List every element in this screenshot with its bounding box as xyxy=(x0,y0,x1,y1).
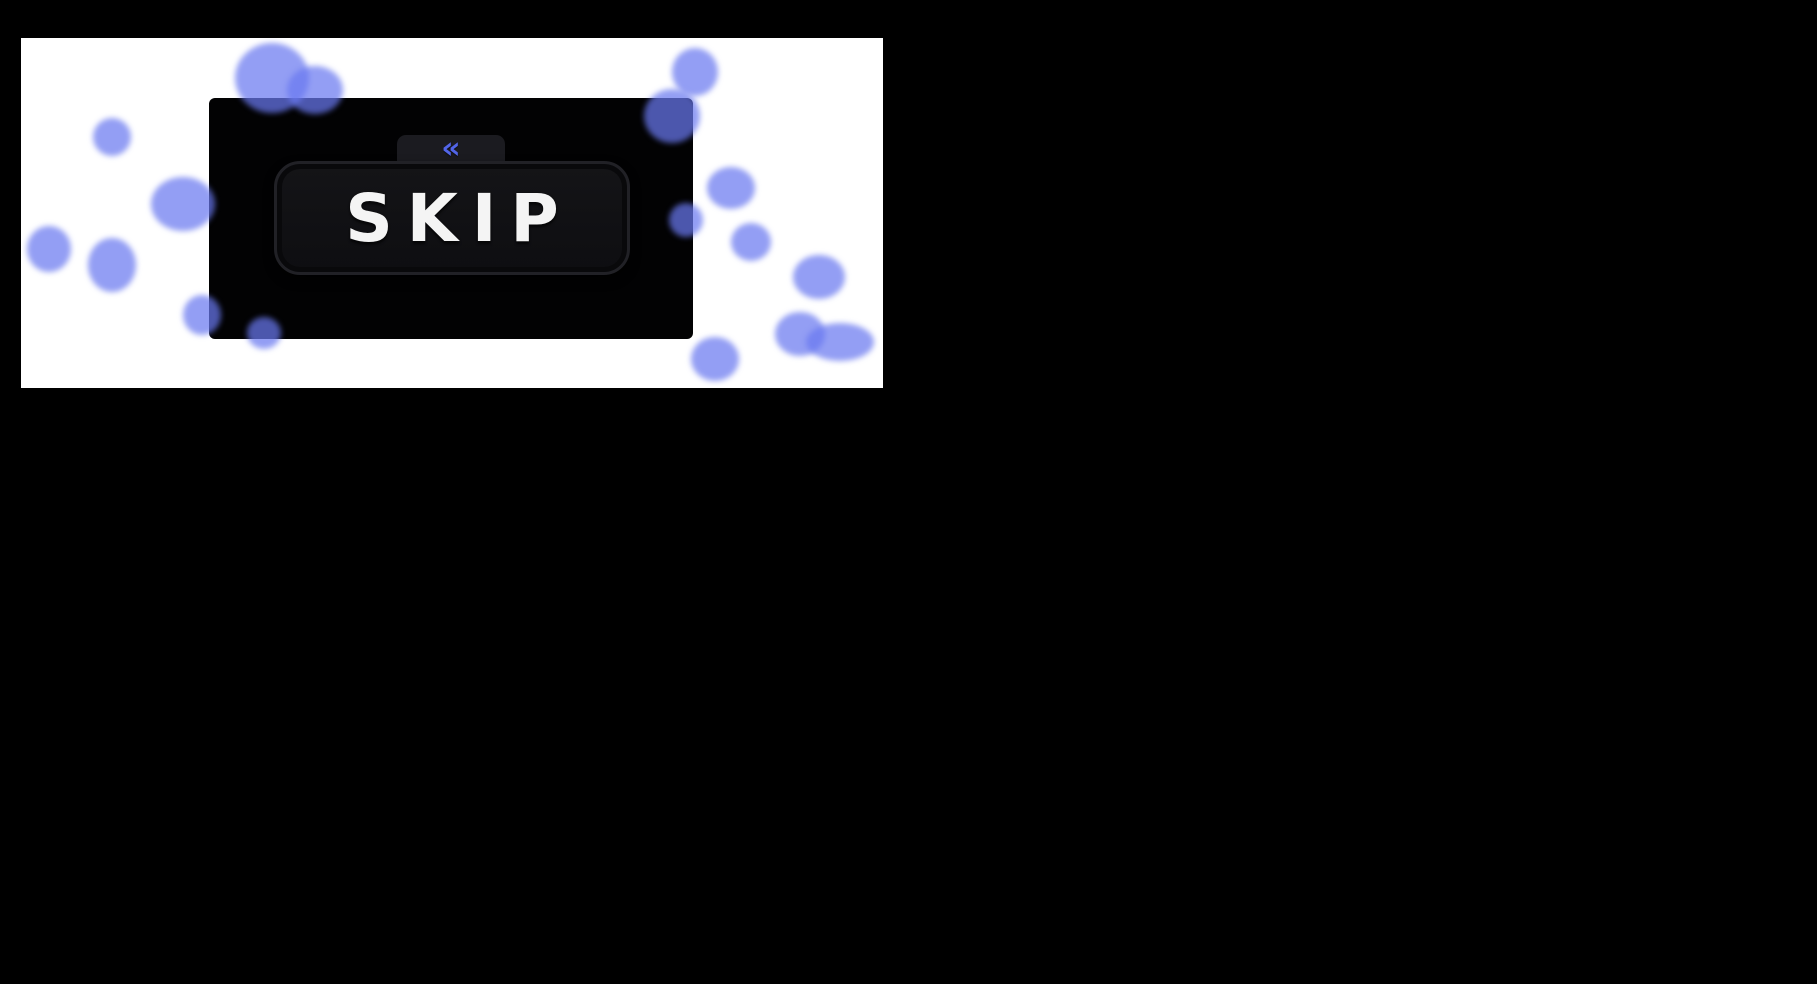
game-canvas-panel: « SKIP xyxy=(21,38,883,388)
ink-blob xyxy=(88,238,136,292)
ink-blob xyxy=(707,167,755,209)
skip-button[interactable]: SKIP xyxy=(274,161,630,275)
ink-blob xyxy=(731,223,771,261)
ink-blob xyxy=(151,177,215,231)
ink-blob xyxy=(93,118,131,156)
ink-blob xyxy=(691,337,739,381)
ink-blob xyxy=(27,226,71,272)
skip-button-label: SKIP xyxy=(345,179,573,257)
ink-blob xyxy=(806,323,874,361)
ink-blob xyxy=(793,255,845,299)
ink-blob xyxy=(775,312,825,356)
double-chevron-left-icon: « xyxy=(441,131,461,166)
ink-blob xyxy=(672,48,718,96)
